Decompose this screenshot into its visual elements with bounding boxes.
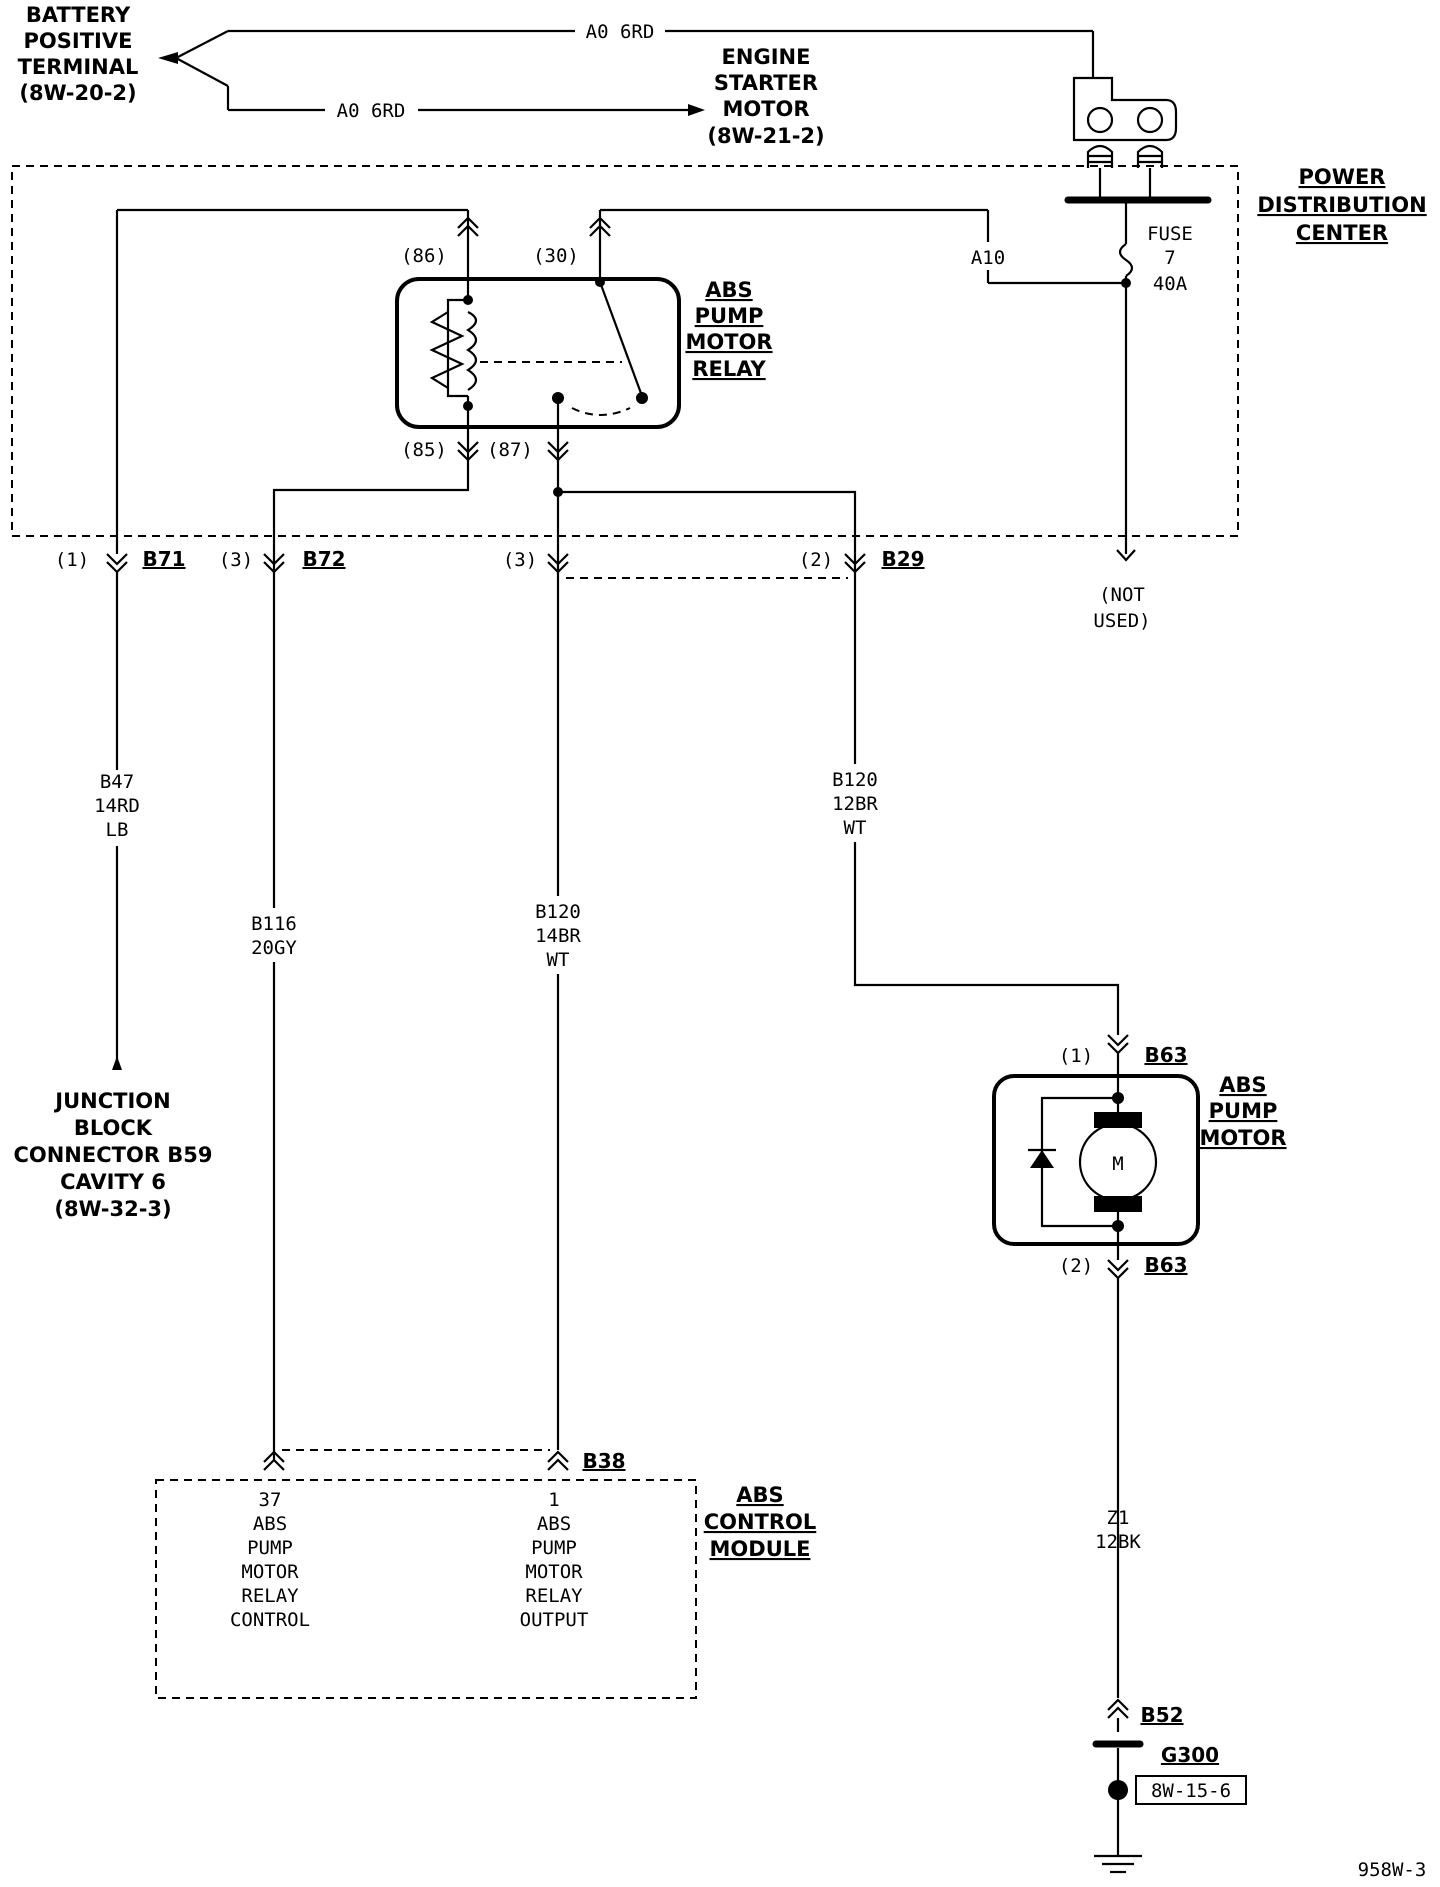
b120-left-label-1: B120 <box>535 901 581 923</box>
pdc-label-1: POWER <box>1299 165 1386 189</box>
not-used-label-2: USED) <box>1093 610 1150 632</box>
z1-label-1: Z1 <box>1107 1507 1130 1529</box>
pump-motor-label-3: MOTOR <box>1199 1126 1286 1150</box>
b38-label: B38 <box>582 1449 625 1473</box>
relay-pin-87: (87) <box>487 439 533 461</box>
abs-control-module <box>155 1449 697 1699</box>
b116-label-bg <box>240 908 308 962</box>
ground-g300 <box>1092 1698 1247 1874</box>
abs-pump-motor-relay <box>115 208 681 554</box>
wire-a10-label: A10 <box>971 247 1005 269</box>
wire-a10 <box>598 208 1126 285</box>
b63-pin-2: (2) <box>1059 1255 1093 1277</box>
b29-pin-2: (2) <box>799 549 833 571</box>
b120-right-label-bg <box>820 764 890 842</box>
page-code: 958W-3 <box>1358 1859 1427 1881</box>
junction-label-5: (8W-32-3) <box>54 1197 171 1221</box>
b52-label: B52 <box>1140 1703 1183 1727</box>
b120-right-label-3: WT <box>844 817 867 839</box>
b72-pin: (3) <box>219 549 253 571</box>
junction-label-2: BLOCK <box>74 1116 153 1140</box>
module-pin37-4: MOTOR <box>241 1561 299 1583</box>
b63-label-bottom: B63 <box>1144 1253 1187 1277</box>
motor-symbol: M <box>1112 1153 1123 1175</box>
b47-label-2b: 14RD <box>94 795 140 817</box>
fuse-label-3: 40A <box>1153 273 1188 295</box>
wire-a0-top-label: A0 6RD <box>586 21 655 43</box>
b116-label-1: B116 <box>251 913 297 935</box>
relay-pin-30: (30) <box>533 245 579 267</box>
starter-label-2: STARTER <box>714 71 818 95</box>
module-pin37-1: 37 <box>259 1489 282 1511</box>
relay-label-1: ABS <box>705 278 752 302</box>
z1-label-2: 12BK <box>1095 1531 1141 1553</box>
relay-label-3: MOTOR <box>685 330 772 354</box>
relay-pin-85: (85) <box>401 439 447 461</box>
module-pin37-2: ABS <box>253 1513 287 1535</box>
b120-right-label-2: 12BR <box>832 793 878 815</box>
abs-pump-motor <box>992 1034 1200 1698</box>
b120-left-label-3: WT <box>547 949 570 971</box>
pump-motor-label-2: PUMP <box>1209 1099 1278 1123</box>
pump-motor-label-1: ABS <box>1219 1073 1266 1097</box>
junction-label-4: CAVITY 6 <box>60 1170 166 1194</box>
battery-label-1: BATTERY <box>26 3 131 27</box>
wire-b120 <box>553 487 1120 1450</box>
pdc-label-3: CENTER <box>1296 221 1388 245</box>
battery-label-3: TERMINAL <box>18 55 139 79</box>
battery-label-2: POSITIVE <box>24 29 133 53</box>
wire-a0-bottom-label: A0 6RD <box>337 100 406 122</box>
b47-label-bg <box>86 770 148 846</box>
relay-pin-86: (86) <box>401 245 447 267</box>
control-module-label-2: CONTROL <box>704 1510 817 1534</box>
b120-left-label-bg <box>524 896 592 974</box>
ground-ref: 8W-15-6 <box>1151 1780 1231 1802</box>
relay-label-4: RELAY <box>692 357 766 381</box>
relay-connector-chevrons <box>457 216 611 462</box>
b63-pin-1: (1) <box>1059 1045 1093 1067</box>
not-used-label-1: (NOT <box>1099 584 1145 606</box>
module-pin1-2: ABS <box>537 1513 571 1535</box>
junction-label-3: CONNECTOR B59 <box>13 1143 212 1167</box>
b120-left-label-2: 14BR <box>535 925 581 947</box>
b72-label: B72 <box>302 547 345 571</box>
module-pin37-3: PUMP <box>247 1537 293 1559</box>
pdc-bus-stud <box>1064 76 1212 204</box>
fuse-7 <box>1116 200 1136 562</box>
battery-feed-wires <box>158 29 1095 116</box>
b71-label: B71 <box>142 547 185 571</box>
relay-label-2: PUMP <box>695 304 764 328</box>
b47-label-1b: B47 <box>100 771 134 793</box>
module-pin1-6: OUTPUT <box>520 1609 589 1631</box>
fuse-label-2: 7 <box>1164 247 1175 269</box>
module-pin1-1: 1 <box>548 1489 559 1511</box>
b29-label: B29 <box>881 547 924 571</box>
control-module-label-1: ABS <box>736 1483 783 1507</box>
module-pin37-6: CONTROL <box>230 1609 310 1631</box>
b47-label-3b: LB <box>106 819 129 841</box>
module-pin37-5: RELAY <box>241 1585 299 1607</box>
b63-label-top: B63 <box>1144 1043 1187 1067</box>
control-module-label-3: MODULE <box>710 1537 811 1561</box>
ground-label: G300 <box>1161 1743 1219 1767</box>
b29-pin-3: (3) <box>503 549 537 571</box>
b120-right-label-1: B120 <box>832 769 878 791</box>
starter-label-4: (8W-21-2) <box>707 124 824 148</box>
module-pin1-5: RELAY <box>525 1585 583 1607</box>
b71-pin: (1) <box>55 549 89 571</box>
b116-label-2: 20GY <box>251 937 297 959</box>
junction-label-1: JUNCTION <box>53 1089 170 1113</box>
starter-label-3: MOTOR <box>722 97 809 121</box>
module-pin1-4: MOTOR <box>525 1561 583 1583</box>
starter-label-1: ENGINE <box>722 45 811 69</box>
fuse-label-1: FUSE <box>1147 223 1193 245</box>
battery-label-4: (8W-20-2) <box>19 81 136 105</box>
wire-b116 <box>272 470 470 1450</box>
pdc-label-2: DISTRIBUTION <box>1257 193 1426 217</box>
module-pin1-3: PUMP <box>531 1537 577 1559</box>
